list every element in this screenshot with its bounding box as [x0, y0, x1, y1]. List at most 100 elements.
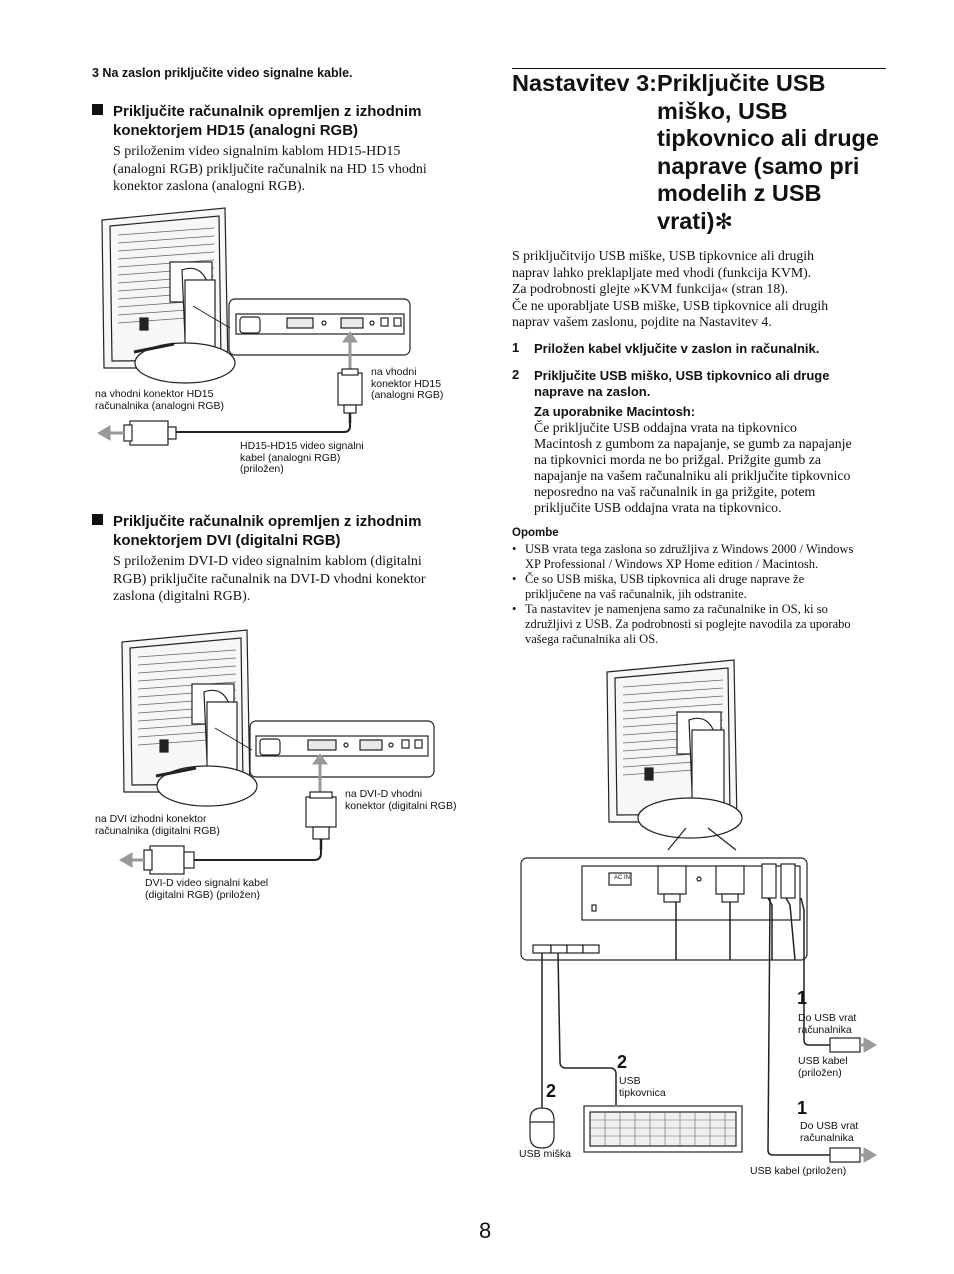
caption-line: tipkovnica: [619, 1086, 666, 1099]
bullet-square-icon: [92, 104, 103, 115]
caption-line: konektor HD15: [371, 377, 442, 390]
step-1-number: 1: [512, 340, 520, 355]
title-rule: [512, 68, 886, 69]
section-dvi-body-line: zaslona (digitalni RGB).: [113, 589, 251, 604]
setup-title: Priključite USB miško, USB tipkovnico al…: [657, 70, 887, 235]
hd15-cable: [176, 423, 351, 433]
note-line: USB vrata tega zaslona so združljiva z W…: [525, 542, 854, 556]
notes-heading: Opombe: [512, 527, 559, 539]
intro-line: naprav lahko preklapljate med vhodi (fun…: [512, 264, 812, 280]
callout-2a: 2: [617, 1052, 628, 1072]
caption-line: (digitalni RGB) (priložen): [145, 888, 260, 901]
title-line: vrati): [657, 207, 715, 234]
note-line: Ta nastavitev je namenjena samo za račun…: [525, 602, 828, 616]
hd15-cable-label: HD15-HD15 video signalni kabel (analogni…: [240, 440, 364, 476]
mac-heading: Za uporabnike Macintosh:: [534, 404, 696, 419]
caption-line: računalnika: [798, 1023, 852, 1036]
caption-line: na DVI izhodni konektor: [95, 813, 207, 825]
note-item: • Če so USB miška, USB tipkovnica ali dr…: [512, 572, 892, 602]
usb-keyboard-label: USB tipkovnica: [619, 1075, 666, 1099]
section-dvi-body-line: RGB) priključite računalnik na DVI-D vho…: [113, 571, 426, 587]
step-1-text: Priložen kabel vključite v zaslon in rač…: [534, 341, 820, 356]
callout-1b: 1: [797, 1098, 808, 1118]
section-hd15-body-line: S priloženim video signalnim kablom HD15…: [113, 144, 401, 159]
step-2-number: 2: [512, 367, 520, 382]
intro-line: Če ne uporabljate USB miške, USB tipkovn…: [512, 297, 829, 313]
caption-line: (analogni RGB): [371, 389, 444, 401]
section-hd15-body-line: konektor zaslona (analogni RGB).: [113, 179, 306, 194]
bullet-icon: •: [512, 542, 517, 556]
caption-line: konektor (digitalni RGB): [345, 799, 457, 812]
usb-cable-label-2: USB kabel (priložen): [750, 1165, 847, 1177]
section-dvi-body-line: S priloženim DVI-D video signalnim kablo…: [113, 554, 422, 569]
title-line: modelih z USB: [657, 180, 822, 206]
step-2-text: Priključite USB miško, USB tipkovnico al…: [534, 368, 829, 400]
note-line: vašega računalnika ali OS.: [525, 632, 659, 646]
title-line: miško, USB: [657, 97, 788, 124]
step-3-heading: 3 Na zaslon priključite video signalne k…: [92, 66, 353, 80]
intro-text: S priključitvijo USB miške, USB tipkovni…: [512, 248, 892, 331]
hd15-plug-pc-icon: [123, 420, 177, 446]
note-line: združljivi z USB. Za podrobnosti si pogl…: [525, 617, 851, 631]
hd15-plug-icon: [337, 368, 363, 423]
section-dvi-heading: Priključite računalnik opremljen z izhod…: [92, 512, 472, 550]
usb-keyboard-illustration: [583, 1105, 743, 1153]
note-line: priključene na vaš računalnik, jih odstr…: [525, 587, 747, 601]
intro-line: naprav vašem zaslonu, pojdite na Nastavi…: [512, 314, 772, 329]
step-2-line: naprave na zaslon.: [534, 384, 651, 399]
caption-line: USB kabel: [798, 1055, 848, 1067]
notes-list: • USB vrata tega zaslona so združljiva z…: [512, 542, 892, 647]
mac-line: neposredno na vaš računalnik in ga prižg…: [534, 484, 816, 499]
mac-line: napajanje na vašem računalniku ali prikl…: [534, 468, 851, 483]
note-item: • USB vrata tega zaslona so združljiva z…: [512, 542, 892, 572]
section-hd15-body-line: (analogni RGB) priključite računalnik na…: [113, 161, 427, 177]
to-computer-arrow-icon: [860, 1037, 877, 1163]
setup-title-prefix: Nastavitev 3:: [512, 70, 657, 96]
caption-line: računalnika: [800, 1131, 854, 1144]
video-plugs-icon: [657, 863, 796, 903]
mac-line: priključite USB oddajna vrata na tipkovn…: [534, 500, 782, 515]
caption-line: (priložen): [798, 1066, 842, 1079]
section-hd15-heading-line1: Priključite računalnik opremljen z izhod…: [113, 103, 422, 120]
title-line: Priključite USB: [657, 70, 826, 96]
dvi-plug-pc-icon: [143, 845, 195, 875]
leader-line: [214, 727, 253, 751]
caption-line: Do USB vrat: [800, 1120, 859, 1132]
hd15-monitor-input-label: na vhodni konektor HD15 (analogni RGB): [371, 366, 444, 402]
section-hd15-body: S priloženim video signalnim kablom HD15…: [113, 143, 473, 196]
caption-line: na vhodni konektor HD15: [95, 388, 214, 400]
caption-line: Do USB vrat: [798, 1012, 857, 1024]
dvi-cable-label: DVI-D video signalni kabel (digitalni RG…: [145, 877, 269, 901]
usb-mouse-label: USB miška: [519, 1148, 571, 1160]
ac-in-label: AC IN: [614, 875, 631, 881]
note-item: • Ta nastavitev je namenjena samo za rač…: [512, 602, 892, 647]
bullet-icon: •: [512, 602, 517, 616]
caption-line: na vhodni: [371, 366, 417, 378]
caption-line: računalnika (digitalni RGB): [95, 824, 220, 837]
section-hd15-heading: Priključite računalnik opremljen z izhod…: [92, 102, 472, 140]
usb-plug-icon: [829, 1037, 861, 1163]
usb-mouse-illustration: [529, 1107, 555, 1149]
intro-line: S priključitvijo USB miške, USB tipkovni…: [512, 248, 814, 263]
section-dvi-heading-line2: konektorjem DVI (digitalni RGB): [113, 532, 341, 549]
step-2-line: Priključite USB miško, USB tipkovnico al…: [534, 368, 830, 383]
page-number: 8: [479, 1218, 492, 1243]
mac-line: na tipkovnici morda ne bo prižgal. Prižg…: [534, 452, 821, 467]
monitor-back-illustration: [101, 207, 236, 384]
usb-cables: [541, 897, 830, 1156]
dvi-pc-output-label: na DVI izhodni konektor računalnika (dig…: [95, 813, 220, 837]
intro-line: Za podrobnosti glejte »KVM funkcija« (st…: [512, 281, 789, 296]
monitor-connector-panel: [249, 720, 435, 778]
note-line: Če so USB miška, USB tipkovnica ali drug…: [525, 572, 805, 586]
mac-line: Macintosh z gumbom za napajanje, se gumb…: [534, 436, 852, 451]
title-line: tipkovnico ali druge: [657, 125, 879, 151]
caption-line: DVI-D video signalni kabel: [145, 877, 269, 889]
callout-1a: 1: [797, 988, 808, 1008]
monitor-back-illustration: [121, 629, 258, 807]
leader-line: [192, 305, 231, 329]
caption-line: na DVI-D vhodni: [345, 788, 423, 800]
mac-text: Če priključite USB oddajna vrata na tipk…: [534, 420, 894, 516]
